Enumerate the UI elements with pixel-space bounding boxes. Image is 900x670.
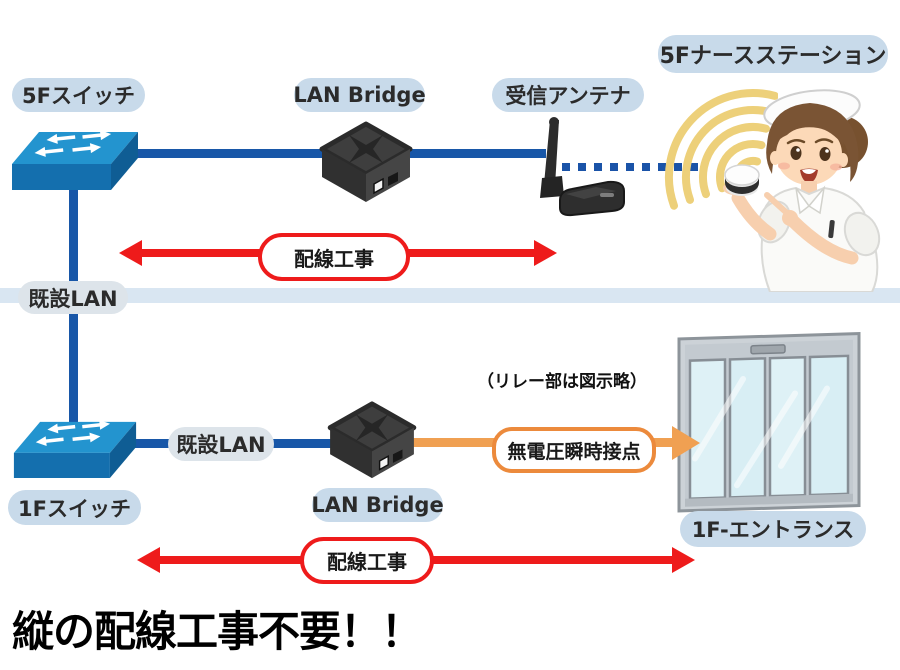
sliding-door-illustration <box>677 331 861 513</box>
arrowhead-right-icon <box>534 240 557 266</box>
lan-bridge-icon <box>327 401 417 479</box>
label-lan-bridge-5f: LAN Bridge <box>293 78 426 112</box>
floor-divider-band <box>0 288 900 303</box>
label-existing-lan-backbone: 既設LAN <box>18 281 128 314</box>
nurse-illustration <box>723 89 881 292</box>
arrowhead-left-icon <box>137 547 160 573</box>
relay-note: （リレー部は図示略） <box>477 372 647 392</box>
label-antenna: 受信アンテナ <box>492 78 644 112</box>
label-1f-switch: 1Fスイッチ <box>8 490 141 525</box>
network-switch-icon <box>12 130 138 190</box>
callout-dry-contact: 無電圧瞬時接点 <box>492 427 656 473</box>
label-entrance: 1F-エントランス <box>680 511 866 547</box>
antenna-icon <box>540 117 625 217</box>
contact-arrowhead-icon <box>672 426 700 460</box>
arrowhead-left-icon <box>119 240 142 266</box>
lan-bridge-icon <box>319 121 413 202</box>
headline-no-vertical-wiring: 縦の配線工事不要！！ <box>12 607 423 656</box>
label-5f-switch: 5Fスイッチ <box>12 78 145 112</box>
callout-wiring-1f: 配線工事 <box>300 537 434 584</box>
arrowhead-right-icon <box>672 547 695 573</box>
label-lan-bridge-1f: LAN Bridge <box>311 488 444 522</box>
wireless-link-dotted-line <box>562 163 698 171</box>
callout-wiring-5f: 配線工事 <box>258 233 410 281</box>
label-existing-lan-1f: 既設LAN <box>168 427 274 461</box>
label-nurse-station: 5Fナースステーション <box>658 35 888 73</box>
network-switch-icon <box>13 419 137 479</box>
